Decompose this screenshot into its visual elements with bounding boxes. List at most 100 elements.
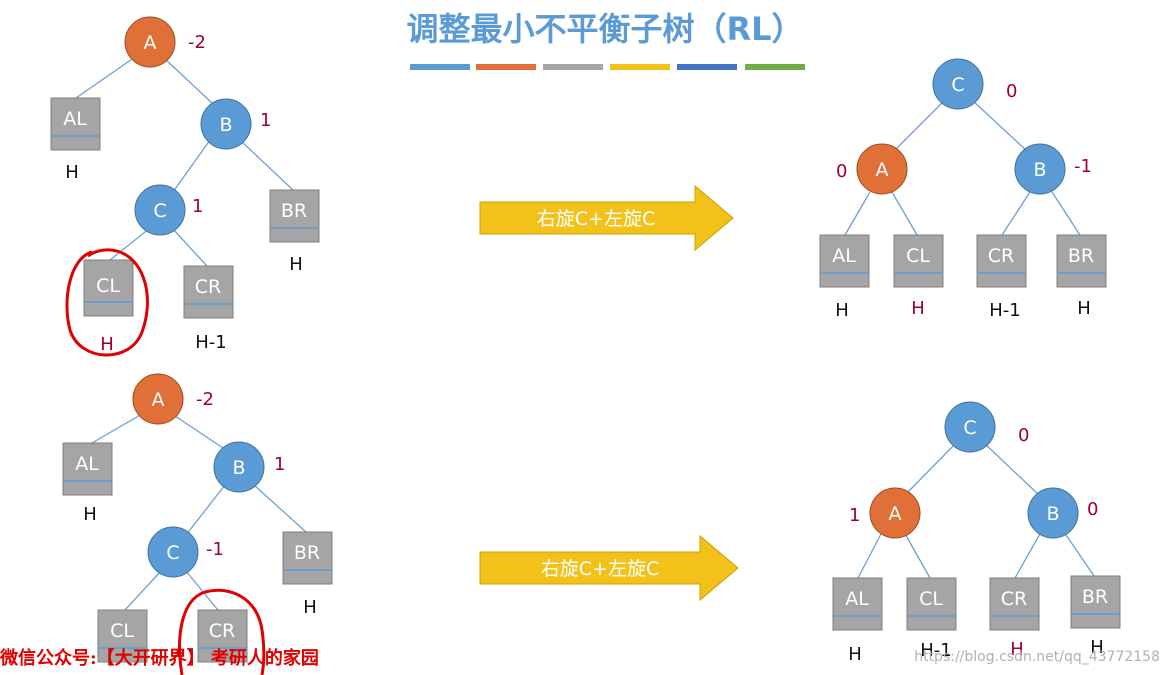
subtree-br: BR — [1070, 575, 1121, 629]
edge-b-br — [1051, 191, 1081, 236]
tree-after-2: C 0 A 1 B 0 AL H CL H-1 CR H — [832, 401, 1121, 665]
subtree-br: BR — [1056, 234, 1107, 288]
subtree-br-label: BR — [1082, 586, 1108, 608]
node-a: A — [869, 487, 921, 539]
edge-a-b — [171, 413, 227, 451]
subtree-br-height: H — [1077, 298, 1091, 319]
node-a-balance-factor: -2 — [188, 32, 206, 53]
node-b-label: B — [232, 457, 245, 479]
subtree-al-label: AL — [63, 108, 87, 130]
node-b-balance-factor: 1 — [260, 110, 271, 131]
node-a-balance-factor: 1 — [849, 505, 860, 526]
node-c-balance-factor: 1 — [192, 196, 203, 217]
arrow-1-label: 右旋C+左旋C — [537, 208, 655, 230]
subtree-cr-label: CR — [209, 620, 235, 642]
subtree-al-height: H — [65, 162, 79, 183]
color-bar-segment-yellow — [610, 64, 670, 70]
edge-a-cl — [891, 191, 918, 236]
subtree-br-label: BR — [281, 200, 307, 222]
node-b: B — [200, 98, 252, 150]
handwritten-circle-mark — [178, 588, 266, 675]
edge-a-cl — [903, 531, 931, 579]
subtree-cr-label: CR — [1001, 588, 1027, 610]
subtree-cl-label: CL — [96, 275, 120, 297]
edge-a-al — [857, 531, 883, 579]
wechat-watermark: 微信公众号:【大开研界】 考研人的家园 — [0, 647, 319, 669]
subtree-al-label: AL — [845, 588, 869, 610]
node-c-label: C — [951, 74, 964, 96]
tree-after-1: C 0 A 0 B -1 AL H CL H CR H-1 — [819, 58, 1107, 321]
tree-before-2: A -2 B 1 C -1 AL H BR H CL — [62, 373, 333, 675]
edge-b-br — [1063, 531, 1095, 577]
color-bar-segment-blue — [410, 64, 470, 70]
arrow-2: 右旋C+左旋C — [479, 534, 739, 602]
node-b: B — [1027, 487, 1079, 539]
node-b-label: B — [219, 114, 232, 136]
subtree-br: BR — [282, 531, 333, 585]
node-c: C — [932, 58, 984, 110]
url-watermark: https://blog.csdn.net/qq_43772158 — [914, 649, 1160, 665]
subtree-al: AL — [819, 234, 870, 288]
edge-b-c — [185, 484, 226, 536]
subtree-br-height: H — [289, 254, 303, 275]
subtree-br-label: BR — [1068, 245, 1094, 267]
edge-a-al — [91, 413, 143, 444]
subtree-cl: CL — [97, 609, 148, 663]
edge-b-cr — [1014, 531, 1042, 579]
subtree-al-height: H — [83, 504, 97, 525]
node-c-balance-factor: 0 — [1018, 425, 1029, 446]
edge-c-a — [894, 99, 946, 151]
edge-b-br — [239, 139, 294, 191]
handwritten-circle-mark — [65, 248, 149, 357]
edge-b-br — [253, 484, 307, 533]
subtree-al-height: H — [848, 644, 862, 665]
subtree-cr: CR — [989, 577, 1040, 631]
edge-c-cl — [109, 227, 151, 261]
color-bar-segment-darkblue — [677, 64, 737, 70]
node-b: B — [1014, 143, 1066, 195]
node-b-label: B — [1046, 503, 1059, 525]
node-a: A — [124, 16, 176, 68]
edge-c-cr — [171, 227, 208, 267]
node-a-label: A — [152, 389, 165, 411]
subtree-cr: CR — [183, 265, 234, 319]
edge-b-c — [172, 139, 211, 193]
tree-before-1: A -2 B 1 C 1 AL H BR H CL H — [50, 16, 320, 357]
subtree-al: AL — [832, 577, 883, 631]
edge-c-b — [971, 99, 1029, 153]
node-b: B — [213, 441, 265, 493]
arrow-2-label: 右旋C+左旋C — [541, 558, 659, 580]
edge-c-a — [904, 441, 958, 496]
slide-title: 调整最小不平衡子树（RL） — [406, 10, 803, 48]
color-bar — [410, 64, 805, 70]
subtree-cr-label: CR — [988, 245, 1014, 267]
subtree-cr-height: H-1 — [195, 332, 226, 353]
subtree-al-height: H — [835, 300, 849, 321]
node-a-label: A — [889, 503, 902, 525]
subtree-cr-label: CR — [195, 276, 221, 298]
node-c-label: C — [166, 542, 179, 564]
edge-a-b — [162, 56, 214, 105]
subtree-cr-height: H — [1010, 639, 1024, 660]
subtree-cl-height: H — [911, 298, 925, 319]
subtree-br-label: BR — [294, 542, 320, 564]
node-b-balance-factor: 0 — [1087, 499, 1098, 520]
subtree-cr: CR — [197, 609, 248, 663]
node-a-label: A — [876, 159, 889, 181]
subtree-al: AL — [62, 442, 113, 496]
edge-b-cr — [1001, 191, 1031, 236]
node-c-label: C — [153, 200, 166, 222]
node-a-balance-factor: 0 — [836, 161, 847, 182]
node-c-label: C — [963, 417, 976, 439]
edge-a-al — [75, 56, 136, 99]
node-c: C — [147, 526, 199, 578]
subtree-br: BR — [269, 189, 320, 243]
node-b-balance-factor: -1 — [1074, 156, 1092, 177]
node-b-label: B — [1033, 159, 1046, 181]
node-c-balance-factor: 0 — [1006, 81, 1017, 102]
edge-c-cr — [184, 569, 219, 611]
arrow-1: 右旋C+左旋C — [479, 184, 734, 252]
subtree-cl: CL — [906, 577, 957, 631]
subtree-cr: CR — [976, 234, 1027, 288]
